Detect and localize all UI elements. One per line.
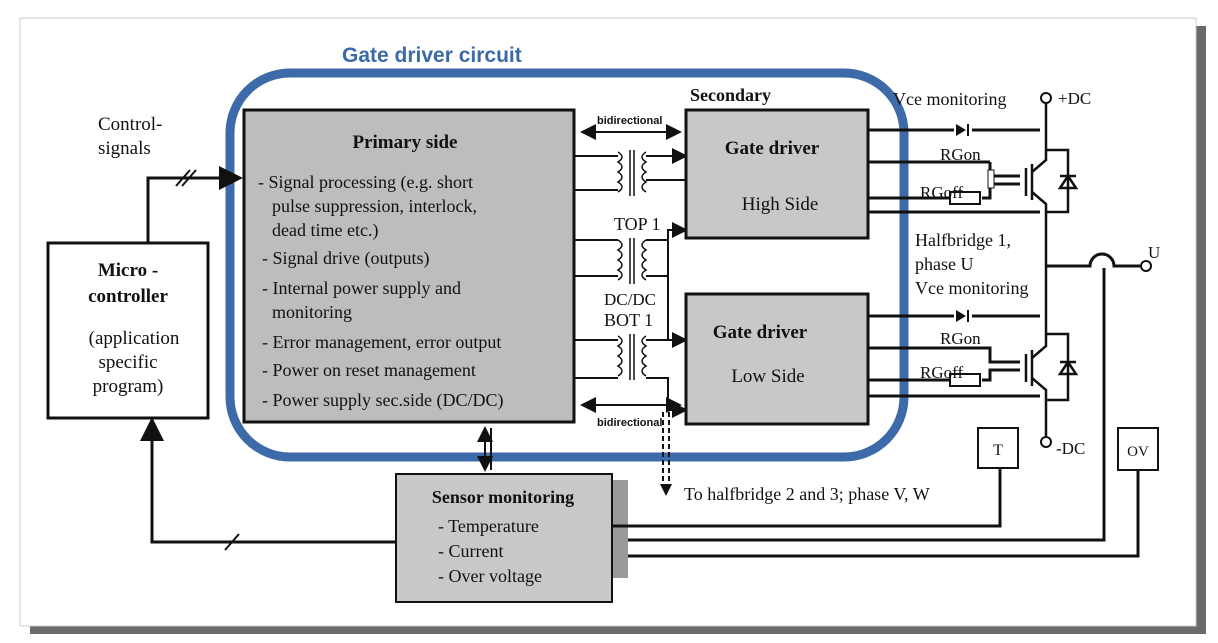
rgoff-top-label: RGoff <box>920 183 963 202</box>
rgoff-high-resistor <box>949 191 981 205</box>
bus-slash <box>175 169 191 187</box>
transformer-signal-bottom <box>616 334 648 380</box>
diode-icon <box>956 310 966 322</box>
phase-u-label: U <box>1148 243 1160 262</box>
vce-monitoring-bottom: Vce monitoring <box>915 278 1028 298</box>
sensor-monitoring-box <box>395 473 613 603</box>
microcontroller-box <box>46 241 210 420</box>
to-halfbridge-label: To halfbridge 2 and 3; phase V, W <box>684 484 930 504</box>
primary-item: - Error management, error output <box>262 332 501 352</box>
transformer-signal-top <box>616 150 648 196</box>
diagram-title: Gate driver circuit <box>342 44 522 67</box>
primary-side-list: - Signal processing (e.g. short pulse su… <box>258 172 503 411</box>
bus-slash <box>181 169 197 187</box>
phase-u-wire <box>1046 252 1140 268</box>
primary-item: monitoring <box>272 302 352 322</box>
halfbridge-line1: Halfbridge 1, <box>915 230 1011 250</box>
t-label: T <box>993 442 1003 459</box>
microcontroller-line1: Micro - <box>98 260 158 281</box>
primary-item: pulse suppression, interlock, <box>272 196 477 216</box>
microcontroller-line2: controller <box>88 286 168 307</box>
control-signals-line1: Control- <box>98 114 162 135</box>
igbt-low-icon <box>1024 260 1079 438</box>
rgon-high-resistor <box>987 169 995 189</box>
gate-driver-low-title: Gate driver <box>713 322 808 343</box>
sensor-title: Sensor monitoring <box>432 487 574 507</box>
ov-label: OV <box>1127 444 1149 460</box>
control-signal-wire <box>146 166 243 243</box>
bidirectional-top-label: bidirectional <box>597 115 662 127</box>
bot1-label: BOT 1 <box>604 310 653 330</box>
primary-item: - Signal processing (e.g. short <box>258 172 473 193</box>
primary-item: - Internal power supply and <box>262 278 461 298</box>
rgon-top-label: RGon <box>940 145 981 164</box>
primary-item: dead time etc.) <box>272 220 378 241</box>
microcontroller-sub1: (application <box>89 328 180 349</box>
minus-dc-label: -DC <box>1056 439 1085 458</box>
halfbridge-line2: phase U <box>915 254 973 274</box>
vce-monitoring-top: Vce monitoring <box>893 89 1006 109</box>
minus-dc-terminal <box>1040 436 1052 448</box>
control-signals-line2: signals <box>98 138 151 159</box>
plus-dc-terminal <box>1040 92 1052 104</box>
rgon-bottom-label: RGon <box>940 329 981 348</box>
transformer-dcdc-top <box>616 238 648 284</box>
igbt-high-icon <box>1024 120 1079 260</box>
primary-side-box <box>242 108 576 424</box>
gate-driver-low-sub: Low Side <box>731 366 804 387</box>
plus-dc-label: +DC <box>1058 89 1091 108</box>
transformer-wiring <box>574 148 714 418</box>
gate-driver-high-box <box>684 108 870 240</box>
sensor-item: - Temperature <box>438 516 539 536</box>
microcontroller-sub2: specific <box>98 352 157 373</box>
primary-item: - Signal drive (outputs) <box>262 248 429 269</box>
low-side-wiring <box>868 314 1040 398</box>
secondary-label: Secondary <box>690 85 771 105</box>
halfbridge-arrow <box>660 484 672 496</box>
gate-driver-low-box <box>684 292 870 426</box>
gate-driver-outline <box>225 68 909 462</box>
diode-icon <box>956 124 966 136</box>
gate-driver-high-title: Gate driver <box>725 138 820 159</box>
rgoff-bottom-label: RGoff <box>920 363 963 382</box>
bus-slash <box>224 533 240 551</box>
top1-label: TOP 1 <box>614 214 661 234</box>
temperature-sensor-box <box>977 427 1019 469</box>
primary-item: - Power supply sec.side (DC/DC) <box>262 390 503 411</box>
halfbridge-link <box>662 412 670 486</box>
primary-item: - Power on reset management <box>262 360 476 380</box>
sensor-wiring <box>140 268 1140 558</box>
bidirectional-bottom-label: bidirectional <box>597 417 662 429</box>
sensor-item: - Over voltage <box>438 566 542 586</box>
rgoff-low-resistor <box>949 373 981 387</box>
phase-u-terminal <box>1140 260 1152 272</box>
gate-driver-high-sub: High Side <box>742 194 819 215</box>
primary-side-title: Primary side <box>352 132 457 153</box>
sensor-item: - Current <box>438 541 503 561</box>
dcdc-label: DC/DC <box>604 290 656 309</box>
microcontroller-sub3: program) <box>93 376 164 397</box>
